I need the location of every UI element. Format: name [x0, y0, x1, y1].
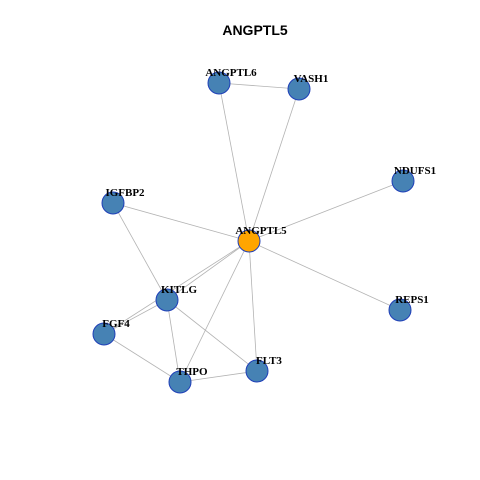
node-label-angptl5: ANGPTL5 [235, 225, 287, 237]
edge-igfbp2-kitlg [112, 202, 168, 301]
edge-angptl5-reps1 [248, 240, 401, 311]
node-label-angptl6: ANGPTL6 [205, 67, 257, 79]
node-label-ndufs1: NDUFS1 [394, 165, 436, 177]
node-fgf4[interactable] [92, 322, 116, 346]
edge-angptl5-flt3 [248, 240, 258, 372]
node-igfbp2[interactable] [101, 191, 125, 215]
edge-angptl6-angptl5 [218, 82, 250, 242]
node-label-igfbp2: IGFBP2 [105, 187, 145, 199]
node-label-thpo: THPO [176, 366, 208, 378]
graph-title: ANGPTL5 [222, 22, 288, 38]
node-label-flt3: FLT3 [256, 355, 282, 367]
nodes-layer [92, 71, 415, 394]
edge-kitlg-fgf4 [103, 299, 168, 335]
node-thpo[interactable] [168, 370, 192, 394]
node-ndufs1[interactable] [391, 169, 415, 193]
edge-kitlg-flt3 [166, 299, 258, 372]
node-angptl5[interactable] [237, 229, 261, 253]
edge-angptl6-vash1 [218, 82, 300, 90]
edge-thpo-flt3 [179, 370, 258, 383]
node-label-vash1: VASH1 [294, 73, 329, 85]
node-label-reps1: REPS1 [395, 294, 429, 306]
edge-ndufs1-angptl5 [248, 180, 404, 242]
node-reps1[interactable] [388, 298, 412, 322]
node-label-fgf4: FGF4 [102, 318, 130, 330]
edge-angptl5-fgf4 [103, 240, 250, 335]
edge-kitlg-thpo [166, 299, 181, 383]
node-kitlg[interactable] [155, 288, 179, 312]
edge-angptl5-thpo [179, 240, 250, 383]
node-label-kitlg: KITLG [161, 284, 198, 296]
edge-angptl5-kitlg [166, 240, 250, 301]
edge-vash1-angptl5 [248, 88, 300, 242]
edge-igfbp2-angptl5 [112, 202, 250, 242]
node-angptl6[interactable] [207, 71, 231, 95]
edge-fgf4-thpo [103, 333, 181, 383]
node-vash1[interactable] [287, 77, 311, 101]
edges-layer [103, 82, 404, 383]
node-flt3[interactable] [245, 359, 269, 383]
